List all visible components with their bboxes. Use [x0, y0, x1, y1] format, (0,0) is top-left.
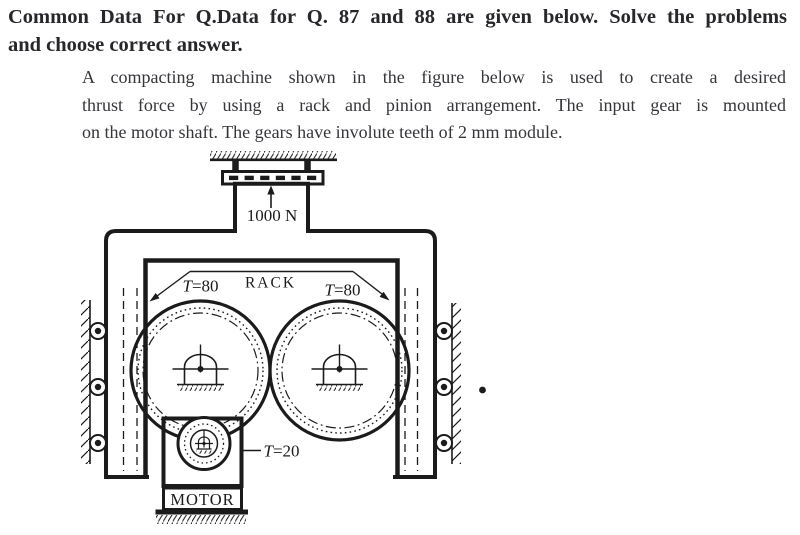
press-platen: [221, 170, 325, 186]
motor-base-plate: [155, 509, 248, 515]
guide-centerlines: [122, 288, 419, 471]
bearing-support-icon: [172, 344, 229, 391]
bearing-support-icon: [195, 430, 213, 454]
right-wall-hatch: [452, 303, 461, 464]
gear-right-label: T=80: [324, 281, 360, 300]
bearing-support-icon: [311, 344, 368, 391]
problem-line-1: A compacting machine shown in the figure…: [82, 67, 786, 87]
platen-segments: [229, 175, 317, 181]
reference-dot: [479, 386, 486, 394]
arrowhead-icon: [379, 291, 390, 301]
pinion-callout: T=20: [243, 442, 300, 461]
rack-label: RACK: [245, 275, 296, 292]
ceiling-hatch: [210, 151, 336, 160]
motor-label: MOTOR: [170, 490, 234, 509]
pinion-label: T=20: [264, 442, 300, 461]
rack-leader-right: [352, 270, 387, 299]
problem-line-3: on the motor shaft. The gears have invol…: [82, 122, 563, 142]
rack-leader-left: [152, 270, 191, 300]
right-guide-rollers: [435, 322, 453, 452]
left-wall-hatch: [81, 300, 90, 464]
gear-left-label: T=80: [182, 277, 218, 296]
right-guide-wall: [451, 303, 461, 464]
problem-statement: A compacting machine shown in the figure…: [82, 64, 786, 147]
motor-base-hatch: [156, 515, 246, 524]
machine-frame-outline: [104, 181, 437, 477]
arrowhead-icon: [149, 293, 160, 302]
pinion-gear: [176, 416, 232, 471]
motor-assembly: MOTOR: [155, 486, 248, 524]
heading-line-1: Common Data For Q.Data for Q. 87 and 88 …: [8, 6, 787, 28]
left-guide-rollers: [89, 322, 107, 452]
gear-right: [268, 299, 411, 442]
ceiling-support: [210, 151, 337, 173]
up-arrow-icon: [267, 185, 275, 195]
gear-rim: [268, 299, 411, 442]
force-arrow: [267, 185, 275, 208]
rack-assembly: RACK T=80 T=80: [149, 270, 390, 302]
force-label: 1000 N: [247, 206, 298, 225]
heading-line-2: and choose correct answer.: [8, 34, 243, 56]
common-data-heading: Common Data For Q.Data for Q. 87 and 88 …: [8, 3, 787, 59]
problem-line-2: thrust force by using a rack and pinion …: [82, 94, 786, 115]
left-guide-wall: [81, 300, 91, 464]
